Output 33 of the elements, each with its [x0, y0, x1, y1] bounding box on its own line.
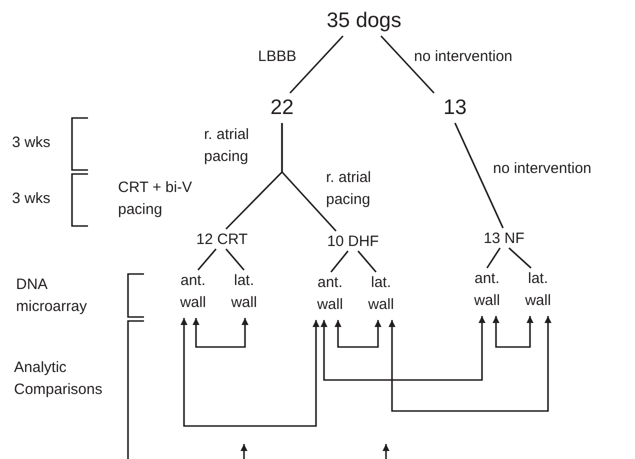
- node-label: lat. wall: [519, 268, 557, 314]
- connector-line: [289, 35, 344, 94]
- connector-line: [330, 250, 349, 272]
- connector-line: [486, 248, 501, 268]
- node-label: ant. wall: [174, 270, 212, 316]
- double-arrow: [320, 316, 486, 381]
- double-arrow: [334, 320, 382, 348]
- node-label: 12 CRT: [188, 229, 256, 249]
- node-label: ant. wall: [468, 268, 506, 314]
- connector-line: [281, 123, 337, 232]
- connector-line: [357, 250, 377, 273]
- annotation-text: 3 wks: [12, 133, 52, 153]
- node-label: ant. wall: [311, 272, 349, 318]
- node-label: 13 NF: [474, 228, 534, 248]
- annotation-text: DNA microarray: [16, 275, 88, 317]
- node-label: 10 DHF: [318, 231, 388, 251]
- connector-line: [380, 35, 435, 94]
- connector-line: [508, 247, 532, 269]
- annotation-text: Analytic Comparisons: [14, 358, 104, 400]
- double-arrow: [492, 316, 534, 348]
- node-label: 22: [262, 93, 302, 123]
- node-label: lat. wall: [225, 270, 263, 316]
- connector-line: [197, 248, 217, 271]
- annotation-text: 3 wks: [12, 189, 52, 209]
- connector-line: [225, 248, 245, 271]
- double-arrow: [180, 318, 320, 427]
- node-label: lat. wall: [362, 272, 400, 318]
- node-label: 13: [435, 93, 475, 123]
- connector-line: [454, 122, 504, 228]
- node-label: 35 dogs: [318, 6, 410, 36]
- double-arrow: [192, 318, 248, 348]
- double-arrow: [388, 316, 552, 412]
- annotation-text: r. atrial pacing: [204, 125, 250, 167]
